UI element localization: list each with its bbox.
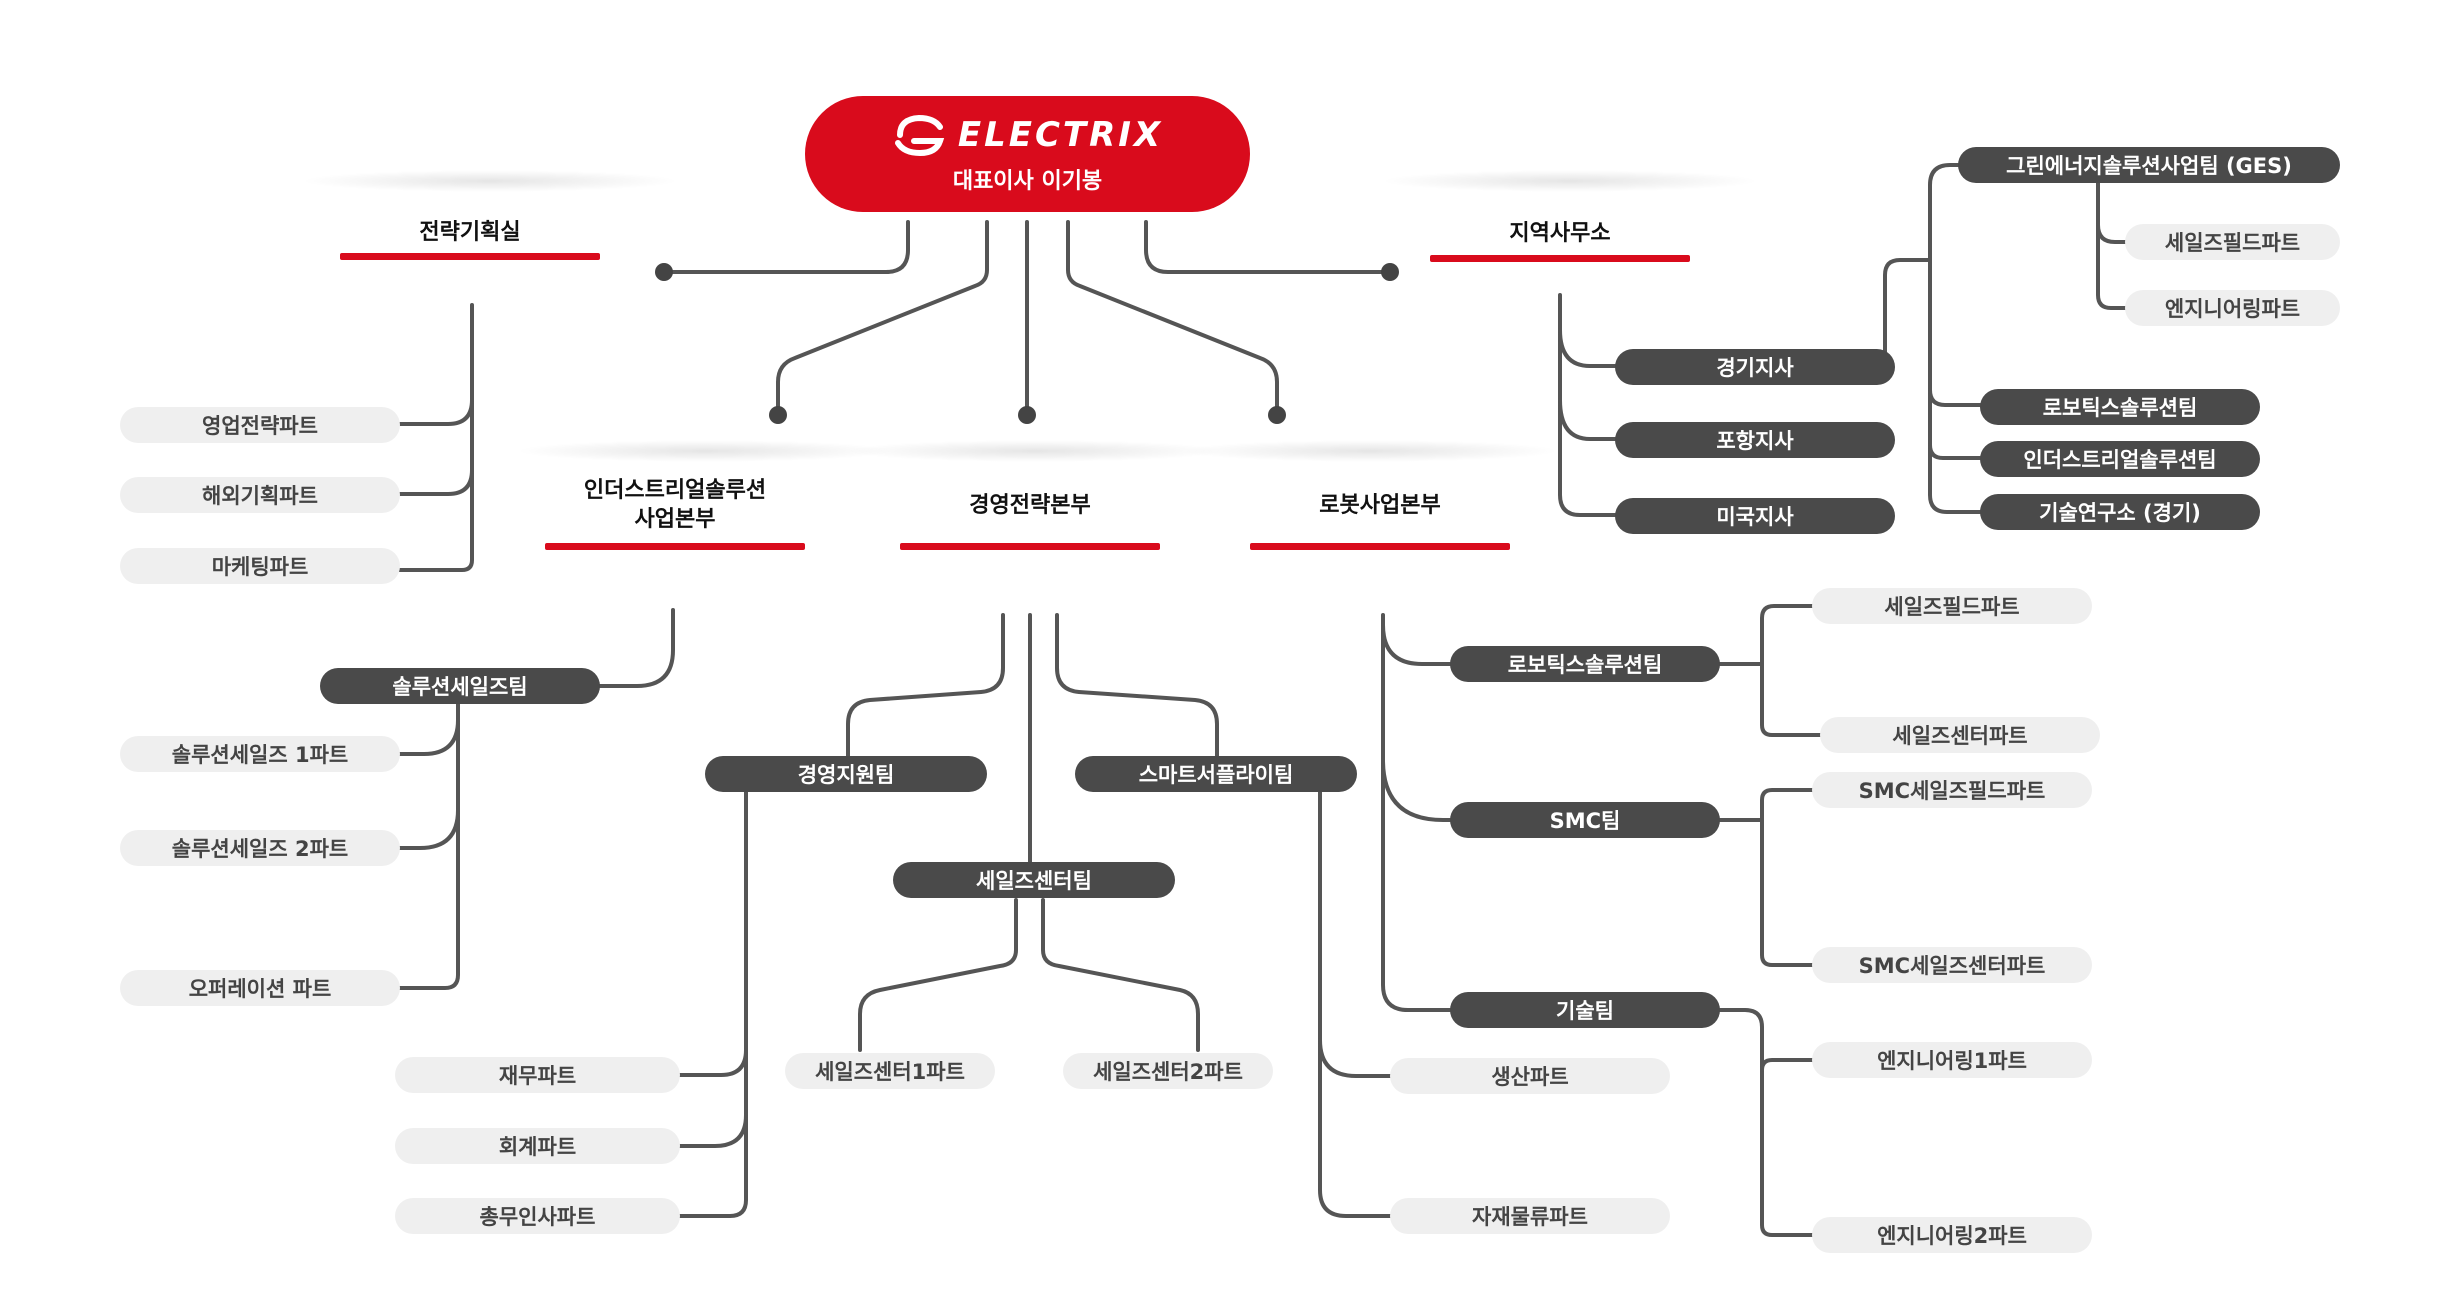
head-label: 경영전략본부	[969, 493, 1091, 518]
head-regional-office: 지역사무소	[1430, 205, 1690, 262]
industrial-part: 솔루션세일즈 1파트	[120, 736, 400, 772]
ceo-logo: ELECTRIX	[892, 113, 1163, 157]
ges-part: 세일즈필드파트	[2125, 224, 2340, 260]
tech-part: 엔지니어링1파트	[1812, 1042, 2092, 1078]
tech-part: 엔지니어링2파트	[1812, 1217, 2092, 1253]
robotics-part: 세일즈필드파트	[1812, 588, 2092, 624]
support-part: 회계파트	[395, 1128, 680, 1164]
ceo-title: 대표이사 이기봉	[952, 169, 1103, 194]
smc-part: SMC세일즈필드파트	[1812, 772, 2092, 808]
head-management-division: 경영전략본부	[900, 485, 1160, 550]
head-label: 인더스트리얼솔루션 사업본부	[583, 478, 767, 532]
strategy-part: 영업전략파트	[120, 407, 400, 443]
smc-team: SMC팀	[1450, 802, 1720, 838]
tech-team: 기술팀	[1450, 992, 1720, 1028]
electrix-logo-icon	[894, 114, 945, 157]
management-support-team: 경영지원팀	[705, 756, 987, 792]
regional-branch: 미국지사	[1615, 498, 1895, 534]
sales-center-part: 세일즈센터1파트	[785, 1053, 995, 1089]
regional-branch: 포항지사	[1615, 422, 1895, 458]
ceo-node: ELECTRIX 대표이사 이기봉	[805, 96, 1250, 212]
ges-team: 그린에너지솔루션사업팀 (GES)	[1958, 147, 2340, 183]
gyeonggi-team: 인더스트리얼솔루션팀	[1980, 441, 2260, 477]
smart-supply-team: 스마트서플라이팀	[1075, 756, 1357, 792]
robotics-solution-team: 로보틱스솔루션팀	[1450, 646, 1720, 682]
head-robot-division: 로봇사업본부	[1250, 485, 1510, 550]
strategy-part: 해외기획파트	[120, 477, 400, 513]
solution-sales-team: 솔루션세일즈팀	[320, 668, 600, 704]
gyeonggi-team: 로보틱스솔루션팀	[1980, 389, 2260, 425]
industrial-part: 오퍼레이션 파트	[120, 970, 400, 1006]
support-part: 총무인사파트	[395, 1198, 680, 1234]
regional-branch: 경기지사	[1615, 349, 1895, 385]
smc-part: SMC세일즈센터파트	[1812, 947, 2092, 983]
smart-supply-part: 생산파트	[1390, 1058, 1670, 1094]
sales-center-team: 세일즈센터팀	[893, 862, 1175, 898]
support-part: 재무파트	[395, 1057, 680, 1093]
gyeonggi-team: 기술연구소 (경기)	[1980, 494, 2260, 530]
ges-part: 엔지니어링파트	[2125, 290, 2340, 326]
smart-supply-part: 자재물류파트	[1390, 1198, 1670, 1234]
head-label: 지역사무소	[1509, 221, 1611, 246]
head-industrial-division: 인더스트리얼솔루션 사업본부	[545, 470, 805, 550]
head-label: 전략기획실	[419, 220, 521, 245]
brand-name: ELECTRIX	[957, 115, 1164, 155]
strategy-part: 마케팅파트	[120, 548, 400, 584]
sales-center-part: 세일즈센터2파트	[1063, 1053, 1273, 1089]
head-label: 로봇사업본부	[1319, 493, 1441, 518]
industrial-part: 솔루션세일즈 2파트	[120, 830, 400, 866]
robotics-part: 세일즈센터파트	[1820, 717, 2100, 753]
head-strategy-office: 전략기획실	[340, 205, 600, 260]
